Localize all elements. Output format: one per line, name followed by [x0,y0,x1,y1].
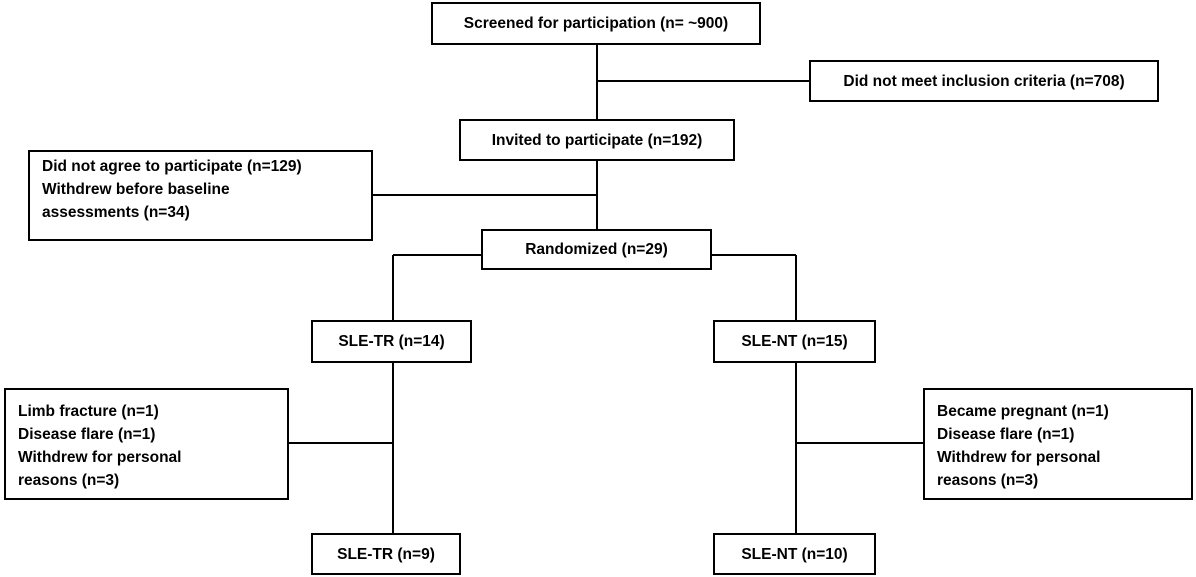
tr-lost-line: reasons (n=3) [18,472,120,489]
declined-line: Withdrew before baseline [42,181,230,198]
nt-allocated-text: SLE-NT (n=15) [741,333,848,350]
nt-lost-line: Became pregnant (n=1) [937,403,1109,420]
nt-lost-line: Withdrew for personal [937,449,1101,466]
invited-box: Invited to participate (n=192) [459,119,735,161]
screened-text: Screened for participation (n= ~900) [463,15,729,32]
nt-completed-box: SLE-NT (n=10) [713,533,876,575]
excluded-text: Did not meet inclusion criteria (n=708) [843,72,1125,90]
invited-text: Invited to participate (n=192) [491,131,703,149]
tr-lost-line: Limb fracture (n=1) [18,403,159,420]
tr-allocated-box: SLE-TR (n=14) [311,320,472,363]
tr-completed-box: SLE-TR (n=9) [311,533,461,575]
randomized-text: Randomized (n=29) [525,241,668,258]
nt-lost-line: Disease flare (n=1) [937,426,1075,443]
nt-lost-box: Became pregnant (n=1) Disease flare (n=1… [923,388,1193,500]
tr-completed-text: SLE-TR (n=9) [337,545,435,563]
tr-lost-box: Limb fracture (n=1) Disease flare (n=1) … [4,388,289,500]
tr-allocated-text: SLE-TR (n=14) [338,333,445,350]
nt-lost-line: reasons (n=3) [937,472,1039,489]
tr-lost-line: Withdrew for personal [18,449,182,466]
declined-line: Did not agree to participate (n=129) [42,158,302,175]
screened-box: Screened for participation (n= ~900) [431,2,761,45]
randomized-box: Randomized (n=29) [481,229,712,270]
nt-completed-text: SLE-NT (n=10) [741,545,848,563]
tr-lost-line: Disease flare (n=1) [18,426,156,443]
nt-allocated-box: SLE-NT (n=15) [713,320,876,363]
excluded-box: Did not meet inclusion criteria (n=708) [809,60,1159,102]
declined-box: Did not agree to participate (n=129) Wit… [28,150,373,241]
declined-line: assessments (n=34) [42,204,190,221]
